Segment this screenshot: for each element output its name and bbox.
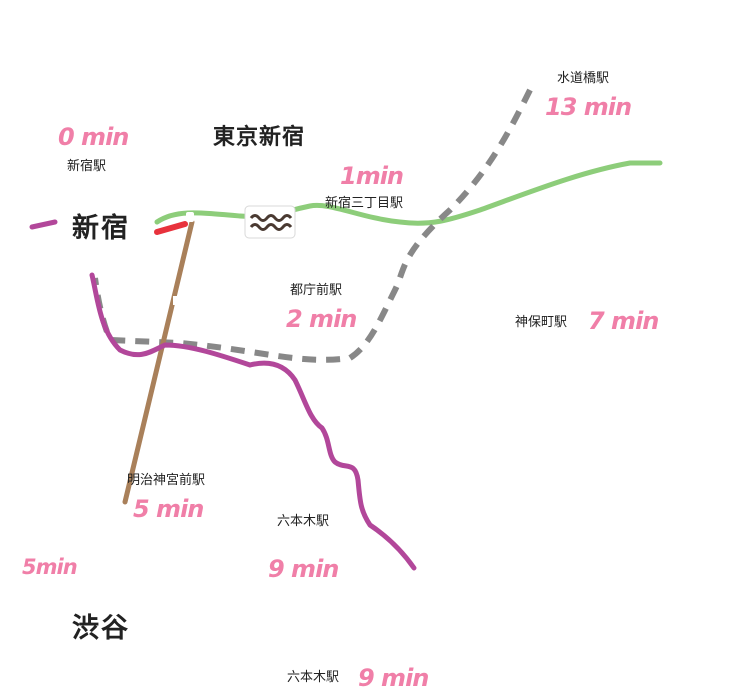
- station-name: 新宿駅: [67, 159, 107, 174]
- purple-line: [89, 272, 417, 571]
- gray-dashed-line: [92, 88, 533, 363]
- brown-line: [122, 219, 195, 505]
- station-marker: [173, 296, 178, 305]
- station-name: 神保町駅: [515, 315, 568, 330]
- green-line: [154, 160, 663, 226]
- purple-line-stub: [29, 219, 58, 230]
- station-time: 5min: [22, 555, 78, 579]
- station-name: 六本木駅: [287, 670, 340, 685]
- station-time: 5 min: [133, 495, 204, 523]
- area-label-shinjuku: 新宿: [72, 213, 130, 244]
- station-time: 9 min: [268, 555, 339, 583]
- station-time: 1min: [340, 162, 404, 190]
- station-time: 0 min: [58, 123, 129, 151]
- ruins-icon: [244, 205, 296, 239]
- station-time: 13 min: [545, 93, 632, 121]
- station-time: 7 min: [588, 307, 659, 335]
- station-name: 都庁前駅: [290, 283, 343, 298]
- station-name: 明治神宮前駅: [127, 473, 206, 488]
- red-line: [154, 221, 188, 235]
- station-name: 水道橋駅: [557, 71, 610, 86]
- station-marker: [186, 212, 194, 222]
- station-name: 新宿三丁目駅: [325, 196, 404, 211]
- station-name: 六本木駅: [277, 514, 330, 529]
- station-time: 9 min: [358, 664, 429, 692]
- area-label-tokyo-shinjuku: 東京新宿: [213, 125, 306, 150]
- station-time: 2 min: [286, 305, 357, 333]
- area-label-shibuya: 渋谷: [72, 613, 130, 644]
